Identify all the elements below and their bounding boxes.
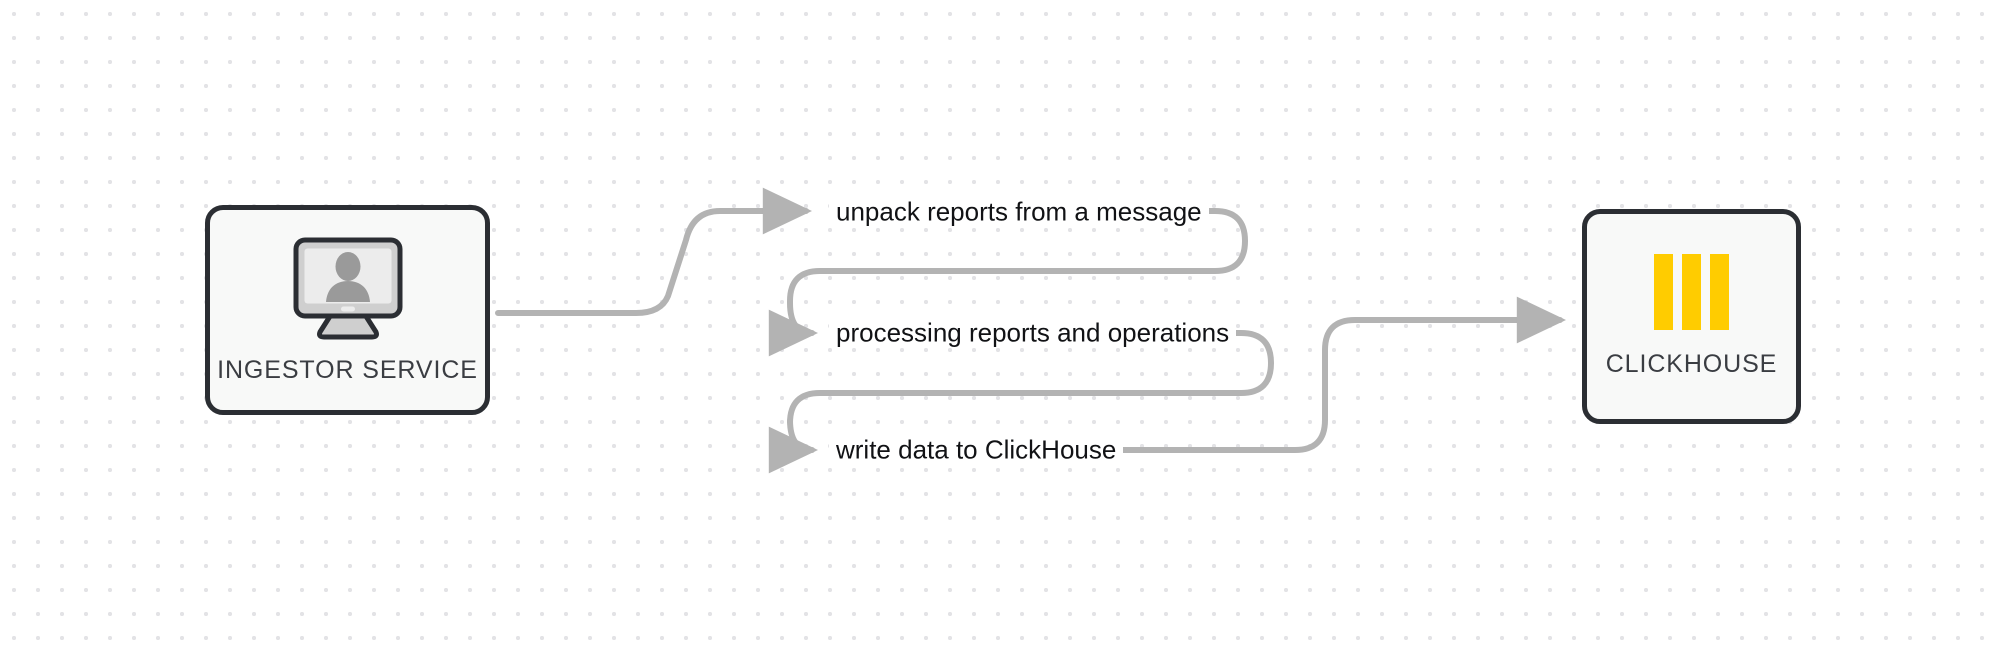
node-clickhouse[interactable]: CLICKHOUSE	[1582, 209, 1801, 424]
monitor-user-icon	[289, 236, 407, 340]
clickhouse-logo-icon	[1648, 254, 1736, 330]
node-ingestor-service[interactable]: INGESTOR SERVICE	[205, 205, 490, 415]
edge-label-unpack-reports: unpack reports from a message	[829, 198, 1209, 226]
edge-path-2	[768, 208, 1248, 357]
edge-label-processing-reports: processing reports and operations	[829, 319, 1237, 347]
node-ingestor-service-label: INGESTOR SERVICE	[217, 355, 478, 384]
node-clickhouse-label: CLICKHOUSE	[1605, 350, 1778, 378]
edge-path-3	[768, 330, 1274, 474]
edge-label-write-data: write data to ClickHouse	[829, 436, 1124, 464]
edge-path-1	[495, 187, 813, 316]
